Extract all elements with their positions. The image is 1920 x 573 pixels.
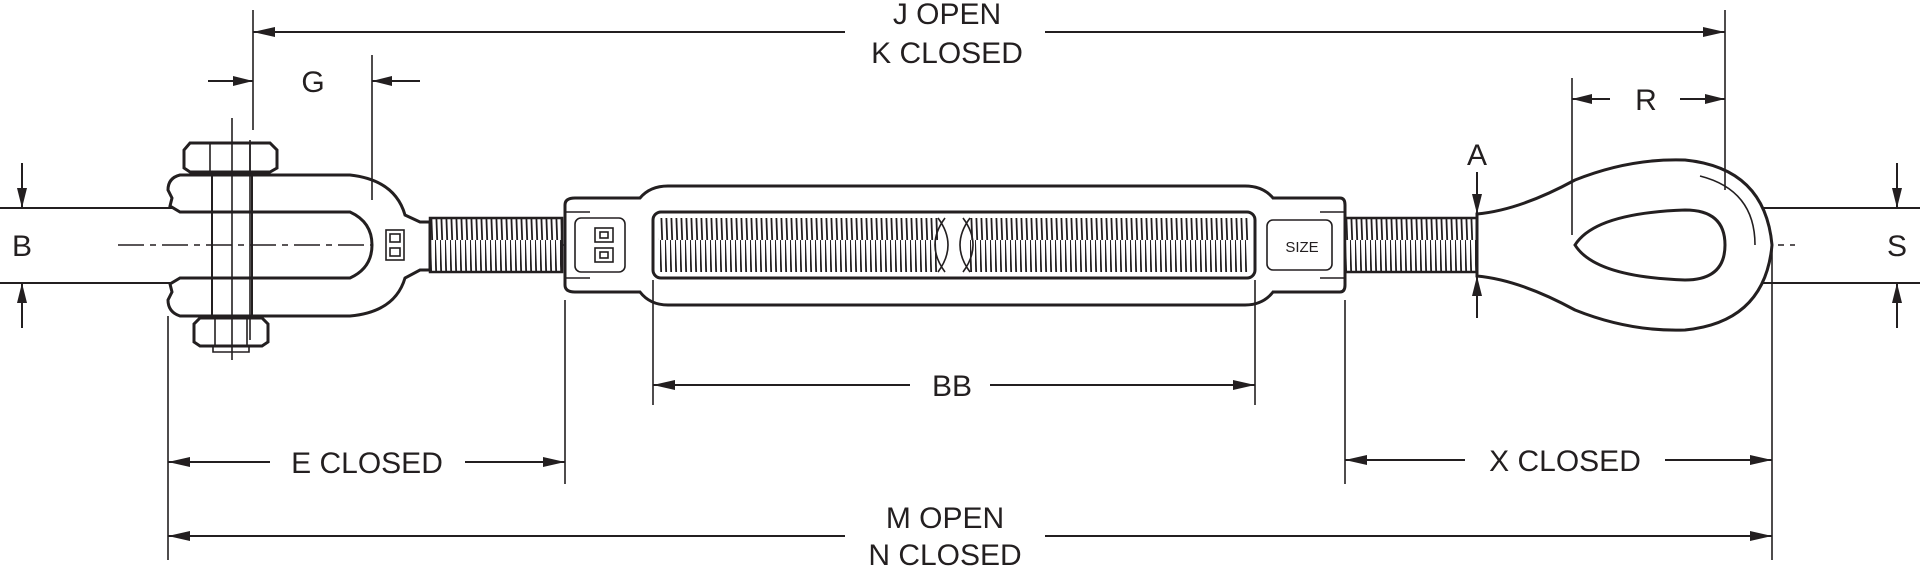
size-label: SIZE bbox=[1285, 239, 1318, 256]
size-window bbox=[1266, 219, 1333, 271]
eye-opening bbox=[1573, 208, 1727, 282]
dim-b: B bbox=[12, 163, 32, 328]
right-thread bbox=[1343, 216, 1479, 274]
left-thread bbox=[428, 216, 564, 274]
m-open-label: M OPEN bbox=[886, 502, 1004, 535]
dim-a: A bbox=[1467, 139, 1487, 318]
s-label: S bbox=[1887, 230, 1907, 263]
turnbuckle-body: SIZE bbox=[563, 184, 1347, 307]
a-label: A bbox=[1467, 139, 1487, 172]
e-closed-label: E CLOSED bbox=[291, 447, 443, 480]
dim-x-closed: X CLOSED bbox=[1344, 250, 1773, 560]
jaw-end bbox=[166, 118, 432, 360]
n-closed-label: N CLOSED bbox=[868, 539, 1021, 568]
k-closed-label: K CLOSED bbox=[871, 37, 1023, 70]
j-open-label: J OPEN bbox=[893, 0, 1001, 31]
jaw-body bbox=[166, 173, 432, 318]
dim-e-closed: E CLOSED bbox=[167, 300, 566, 560]
dim-m-n: M OPEN N CLOSED bbox=[168, 502, 1772, 572]
b-label: B bbox=[12, 230, 32, 263]
bolt-head bbox=[182, 141, 279, 174]
bolt-nut bbox=[192, 316, 270, 348]
eye-end bbox=[1475, 158, 1774, 332]
bb-label: BB bbox=[932, 370, 972, 403]
g-label: G bbox=[301, 66, 324, 99]
dim-j-k: J OPEN K CLOSED bbox=[252, 0, 1726, 190]
x-closed-label: X CLOSED bbox=[1489, 445, 1641, 478]
dim-g: G bbox=[208, 55, 420, 200]
dim-s: S bbox=[1887, 163, 1907, 328]
dim-r: R bbox=[1571, 78, 1725, 235]
r-label: R bbox=[1635, 84, 1657, 117]
dim-bb: BB bbox=[652, 280, 1256, 405]
